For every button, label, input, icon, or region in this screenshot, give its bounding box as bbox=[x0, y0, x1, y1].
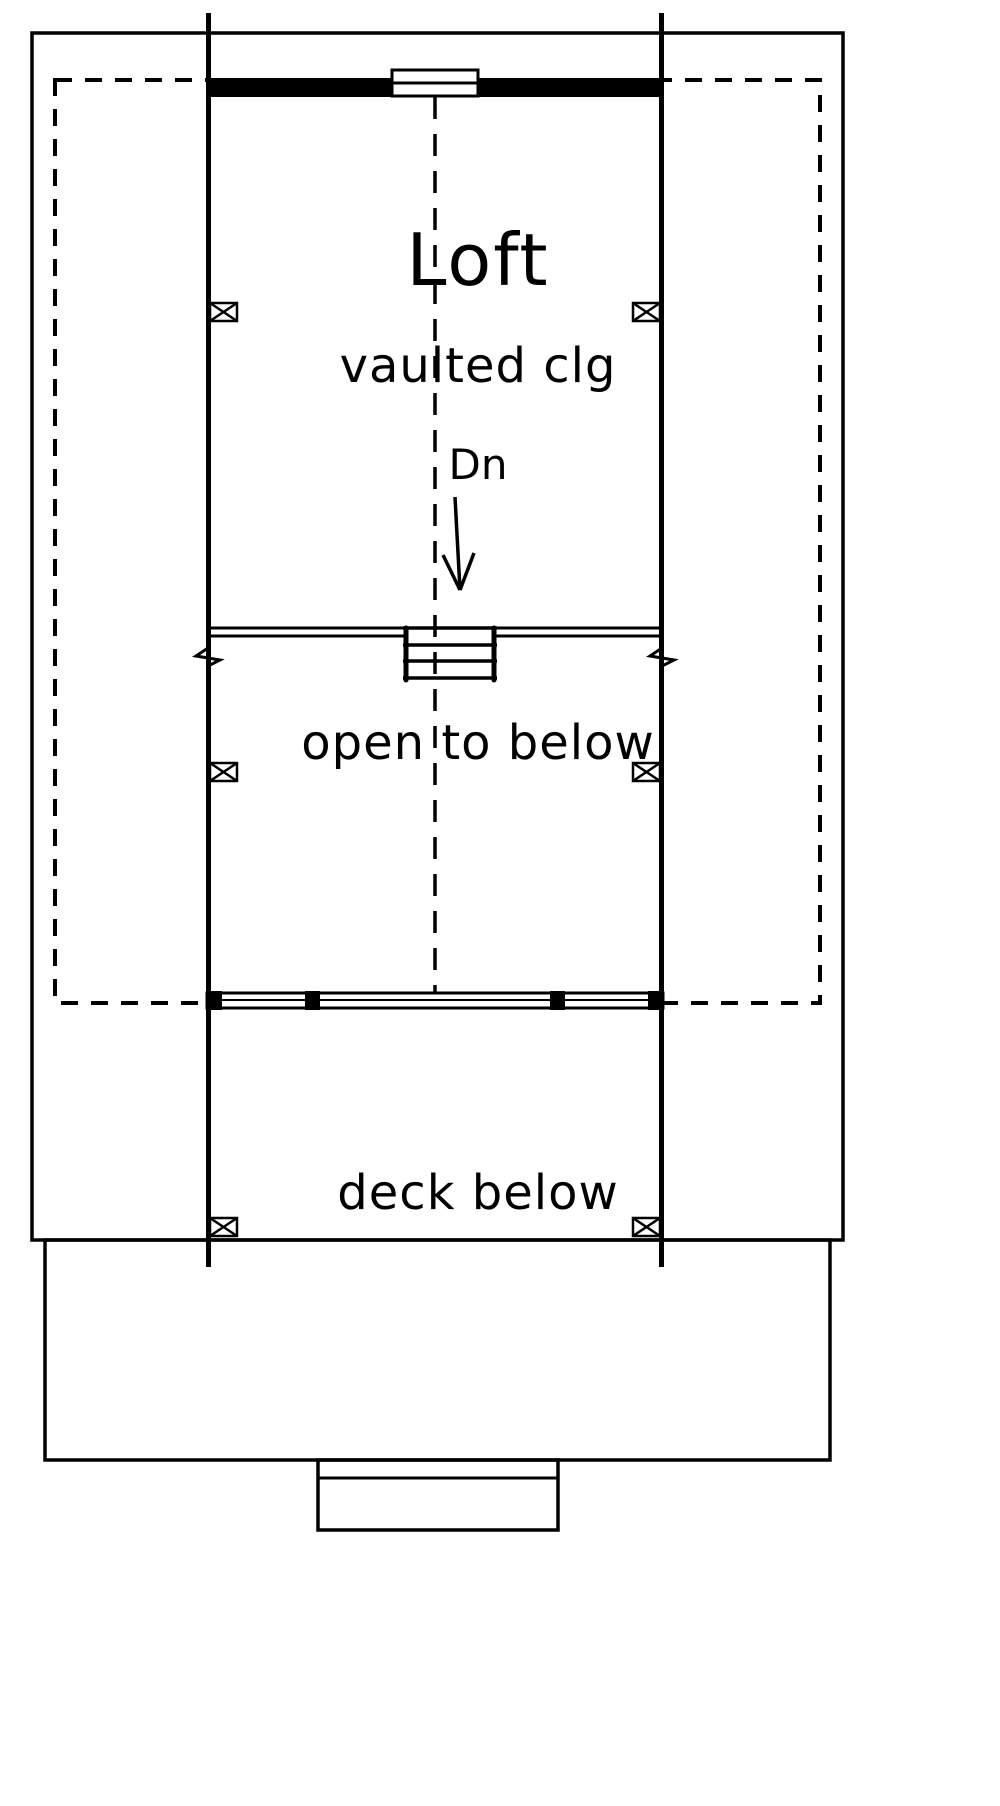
wall-break-symbol-left bbox=[192, 640, 225, 676]
bottom-wall-band bbox=[205, 991, 665, 1010]
window-mark-right-lower bbox=[631, 1216, 662, 1238]
stair-direction-arrow bbox=[441, 496, 476, 591]
window-mark-right-middle bbox=[631, 761, 662, 783]
room-label-loft: Loft bbox=[406, 218, 550, 302]
window-mark-left-lower bbox=[208, 1216, 239, 1238]
note-open-to-below: open to below bbox=[301, 715, 655, 771]
window-mark-right-upper bbox=[631, 301, 662, 323]
wall-break-symbol-right bbox=[646, 640, 679, 676]
top-window-symbol bbox=[390, 68, 480, 98]
roof-outline bbox=[30, 31, 845, 1242]
window-mark-left-middle bbox=[208, 761, 239, 783]
deck-outline bbox=[43, 1238, 832, 1462]
ceiling-note-vaulted-clg: vaulted clg bbox=[339, 338, 617, 394]
note-deck-below: deck below bbox=[337, 1165, 619, 1221]
deck-step bbox=[316, 1458, 560, 1532]
stairwell-opening bbox=[403, 625, 497, 683]
loft-floor-edge-railing bbox=[208, 626, 662, 638]
window-mark-left-upper bbox=[208, 301, 239, 323]
stair-direction-label-dn: Dn bbox=[448, 440, 508, 489]
